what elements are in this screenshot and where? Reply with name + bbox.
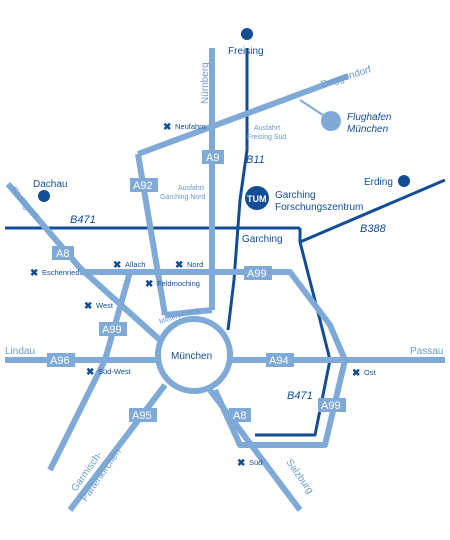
junction-eschenried: ✖ Eschenried [30,268,80,279]
garching-fz-label-1: Garching [275,190,316,201]
a99-north-shield: A99 [244,266,272,280]
a9-shield: A9 [202,150,224,164]
junction-icon: ✖ [113,260,121,271]
svg-text:A95: A95 [132,410,152,422]
svg-text:Ost: Ost [364,368,377,377]
junction-sued: ✖ Süd [237,458,262,469]
svg-text:A8: A8 [56,248,69,260]
airport-connector [299,99,327,118]
svg-text:A8: A8 [233,410,246,422]
direction-stuttgart: Stuttgart [8,185,41,221]
a96-shield: A96 [47,353,75,367]
svg-text:A96: A96 [50,355,70,367]
junction-allach: ✖ Allach [113,260,145,271]
junction-icon: ✖ [175,260,183,271]
svg-text:A9: A9 [206,152,219,164]
erding-dot [398,175,410,187]
a8-south-shield: A8 [229,408,251,422]
ring-connector [164,307,213,318]
muenchen-label: München [171,351,212,362]
dachau-dot [38,190,50,202]
freising-dot [241,28,253,40]
direction-nuernberg: Nürnberg [200,62,211,104]
a95-motorway [67,383,168,512]
exit-freising-sued-2: Freising Süd [247,134,286,141]
junction-neufahrn: ✖ Neufahrn [163,122,206,133]
direction-deggendorf: Deggendorf [320,64,373,91]
svg-text:Feldmoching: Feldmoching [157,279,200,288]
a99-north-motorway [80,269,348,362]
svg-text:A99: A99 [247,268,267,280]
garching-label: Garching [242,234,283,245]
a8-northwest-motorway [5,182,163,343]
junction-icon: ✖ [352,368,360,379]
junction-icon: ✖ [237,458,245,469]
junction-icon: ✖ [145,279,153,290]
a8-south-motorway [207,388,303,512]
b11-road [226,48,249,331]
tum-logo-text: TUM [247,194,267,204]
erding-label: Erding [364,177,393,188]
junction-icon: ✖ [30,268,38,279]
mittlerer-ring [155,316,233,394]
junction-icon: ✖ [84,301,92,312]
airport-label-2: München [347,124,389,135]
a94-shield: A94 [266,353,294,367]
exit-freising-sued-1: Ausfahrt [254,125,280,132]
garching-fz-label-2: Forschungszentrum [275,202,363,213]
svg-text:A92: A92 [133,180,153,192]
airport-label-1: Flughafen [347,112,392,123]
svg-text:A99: A99 [102,324,122,336]
direction-passau: Passau [410,346,443,357]
a92-shield: A92 [130,178,158,192]
a8-nw-shield: A8 [52,246,74,260]
svg-text:Eschenried: Eschenried [42,268,80,277]
tum-logo [245,186,269,210]
exit-garching-nord-2: Garching Nord [160,194,206,201]
exit-garching-nord-1: Ausfahrt [178,185,204,192]
dachau-label: Dachau [33,179,67,190]
a99-east-shield: A99 [318,398,346,412]
junction-nord: ✖ Nord [175,260,203,271]
airport-dot [321,111,341,131]
svg-text:Süd: Süd [249,458,262,467]
junction-west: ✖ West [84,301,114,312]
svg-text:A99: A99 [321,400,341,412]
junction-sued-west: ✖ Süd-West [86,367,132,378]
b471-north-label: B471 [70,214,96,226]
svg-text:Süd-West: Süd-West [98,367,132,376]
freising-label: Freising [228,46,264,57]
junction-icon: ✖ [86,367,94,378]
b11-label: B11 [246,154,265,166]
svg-text:Nord: Nord [187,260,203,269]
b471-south-label: B471 [287,390,313,402]
junction-ost: ✖ Ost [352,368,377,379]
a92-motorway [136,73,350,157]
b388-label: B388 [360,223,387,235]
svg-text:Allach: Allach [125,260,145,269]
a95-shield: A95 [129,408,157,422]
svg-text:West: West [96,301,114,310]
svg-text:A94: A94 [269,355,289,367]
junction-feldmoching: ✖ Feldmoching [145,279,200,290]
junction-icon: ✖ [163,122,171,133]
svg-text:Neufahrn: Neufahrn [175,122,206,131]
direction-lindau: Lindau [5,346,35,357]
a99-west-shield: A99 [99,322,127,336]
